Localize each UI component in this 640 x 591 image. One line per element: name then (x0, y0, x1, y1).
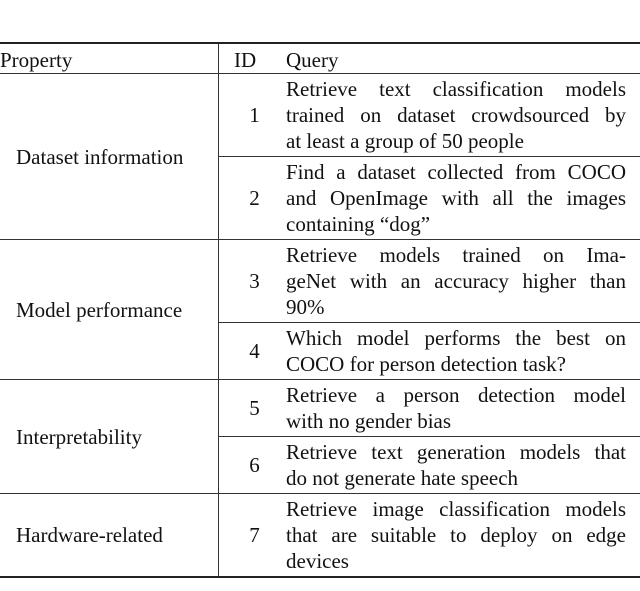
query-line: Retrieve models trained on Ima- (286, 243, 626, 267)
query-line: Retrieve text classification models (286, 77, 626, 101)
query-line: do not generate hate speech (286, 466, 519, 490)
id-cell: 7 (218, 493, 286, 577)
header-row: Property ID Query (0, 43, 640, 74)
query-line: trained on dataset crowdsourced by (286, 103, 626, 127)
header-property: Property (0, 43, 219, 74)
property-cell: Interpretability (0, 379, 219, 494)
query-line: and OpenImage with all the images (286, 186, 626, 210)
id-cell: 3 (218, 239, 286, 323)
query-line: Retrieve image classification models (286, 497, 626, 521)
header-query: Query (286, 43, 640, 74)
query-line: Retrieve a person detection model (286, 383, 626, 407)
id-cell: 5 (218, 379, 286, 437)
property-cell: Hardware-related (0, 493, 219, 577)
query-line: at least a group of 50 people (286, 129, 524, 153)
id-cell: 6 (218, 436, 286, 494)
id-cell: 2 (218, 156, 286, 240)
header-id: ID (218, 43, 286, 74)
query-line: Retrieve text generation models that (286, 440, 626, 464)
id-cell: 1 (218, 73, 286, 157)
query-line: geNet with an accuracy higher than (286, 269, 626, 293)
id-cell: 4 (218, 322, 286, 380)
query-line: 90% (286, 295, 325, 319)
query-line: COCO for person detection task? (286, 352, 566, 376)
query-line: that are suitable to deploy on edge (286, 523, 626, 547)
property-cell: Dataset information (0, 73, 219, 240)
query-line: Which model performs the best on (286, 326, 626, 350)
query-cell: Retrieve models trained on Ima-geNet wit… (286, 239, 640, 323)
query-line: with no gender bias (286, 409, 452, 433)
query-line: devices (286, 549, 349, 573)
property-cell: Model performance (0, 239, 219, 380)
query-line: containing “dog” (286, 212, 431, 236)
query-line: Find a dataset collected from COCO (286, 160, 626, 184)
